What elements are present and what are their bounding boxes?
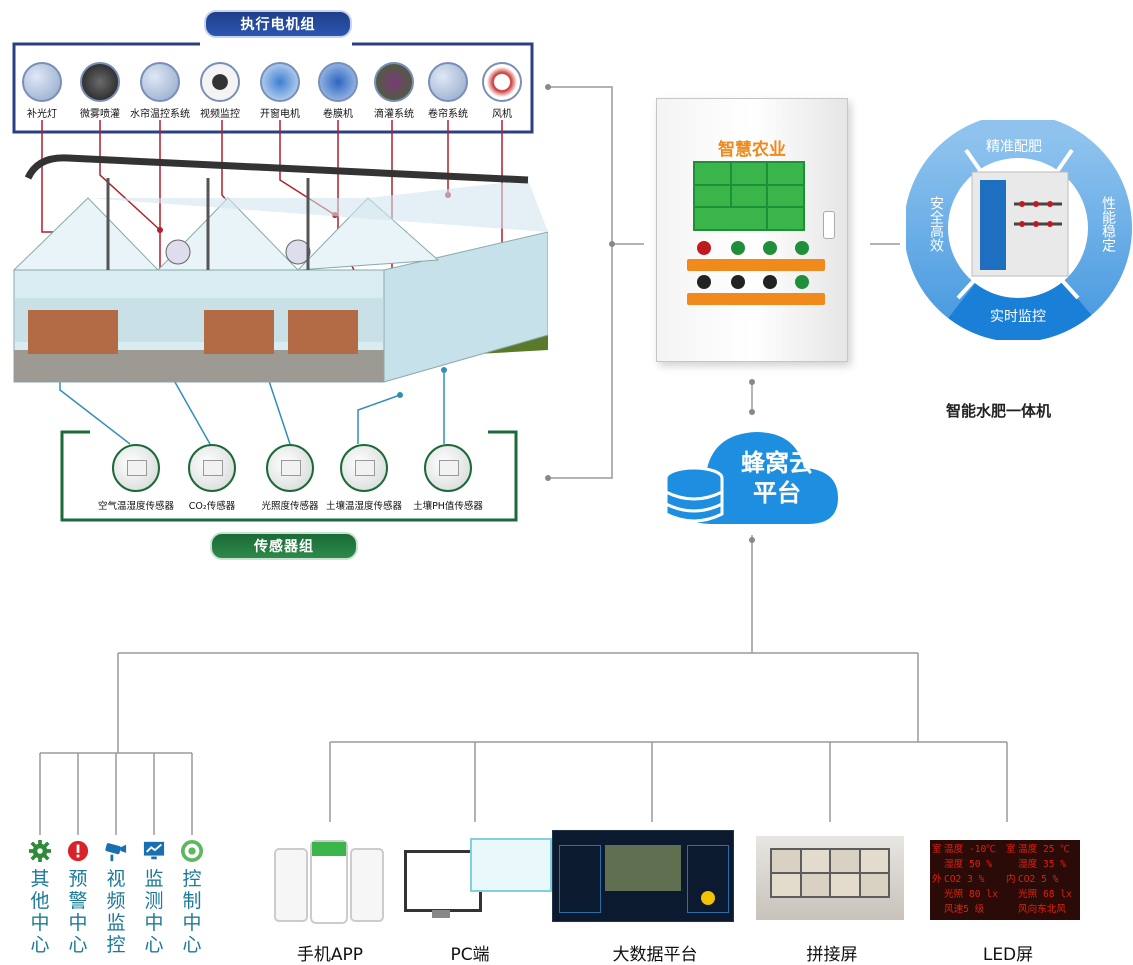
ring-label-left: 安全高效 [928,196,944,252]
pc-client-image [404,838,552,922]
cloud-line-2: 平台 [753,479,801,507]
center-label-video: 视频监控 [106,868,126,956]
actuator-label: 卷膜机 [323,109,353,120]
actuator-label: 水帘温控系统 [130,109,190,120]
sensor-item: 光照度传感器 [240,444,340,512]
sensor-label: 光照度传感器 [261,501,319,512]
cloud-line-1: 蜂窝云 [741,449,813,477]
actuator-label: 滴灌系统 [374,109,414,120]
film-roller-icon [318,62,358,102]
actuator-item: 补光灯 [12,62,72,120]
actuator-item: 微雾喷灌 [70,62,130,120]
air-sensor-icon [112,444,160,492]
actuator-label: 卷帘系统 [428,109,468,120]
video-wall-image [756,836,904,920]
actuator-item: 水帘温控系统 [130,62,190,120]
cabinet-title: 智慧农业 [718,140,786,160]
led-row: 风速5 级风向东北风 [944,904,1066,915]
sensor-item: 空气温湿度传感器 [86,444,186,512]
drip-irrigation-icon [374,62,414,102]
sensor-label: CO₂传感器 [188,501,236,512]
phone-app-image [272,838,384,924]
actuator-item: 滴灌系统 [364,62,424,120]
ring-label-bottom: 实时监控 [990,309,1046,325]
light-sensor-icon [266,444,314,492]
gear-icon [29,840,51,862]
output-label-led: LED屏 [982,945,1034,965]
actuator-item: 开窗电机 [250,62,310,120]
cloud-title: 蜂窝云 平台 [722,448,832,508]
co2-sensor-icon [188,444,236,492]
sensor-label: 土壤温湿度传感器 [325,501,402,512]
soil-moisture-sensor-icon [340,444,388,492]
cloud-icon [664,432,838,524]
cabinet-screen [693,161,805,231]
sensor-label: 土壤PH值传感器 [413,501,483,512]
fertigation-ring [906,120,1132,340]
actuator-label: 补光灯 [27,109,57,120]
sensor-item: 土壤温湿度传感器 [314,444,414,512]
big-data-platform-image [552,830,734,922]
actuator-label: 视频监控 [200,109,240,120]
greenhouse-illustration [12,154,548,383]
fertigation-caption: 智能水肥一体机 [946,402,1052,420]
sensor-item: 土壤PH值传感器 [398,444,498,512]
soil-ph-sensor-icon [424,444,472,492]
actuator-item: 视频监控 [190,62,250,120]
ring-label-top: 精准配肥 [986,139,1042,155]
center-label-control: 控制中心 [182,868,202,956]
center-label-other: 其他中心 [30,868,50,956]
water-curtain-icon [140,62,180,102]
sensor-group-title: 传感器组 [210,532,358,560]
window-motor-icon [260,62,300,102]
actuator-label: 微雾喷灌 [80,109,120,120]
camera-icon [200,62,240,102]
mist-spray-icon [80,62,120,102]
actuator-label: 开窗电机 [260,109,300,120]
sensor-label: 空气温湿度传感器 [97,501,174,512]
alert-icon [67,840,89,862]
monitor-icon [143,841,165,860]
actuator-item: 卷帘系统 [418,62,478,120]
actuator-item: 风机 [472,62,532,120]
fan-icon [482,62,522,102]
led-row: 湿度 50 %湿度 35 % [944,859,1067,870]
shade-curtain-icon [428,62,468,102]
output-label-video-wall: 拼接屏 [806,945,858,965]
ring-label-right: 性能稳定 [1100,196,1116,252]
control-cabinet: 智慧农业 [656,98,848,362]
center-label-monitor: 监测中心 [144,868,164,956]
center-label-alert: 预警中心 [68,868,88,956]
control-ring-icon [181,840,203,862]
sensor-item: CO₂传感器 [162,444,262,512]
grow-light-icon [22,62,62,102]
actuator-group-title: 执行电机组 [204,10,352,38]
output-label-pc: PC端 [450,945,490,965]
actuator-label: 风机 [492,109,512,120]
output-label-app: 手机APP [296,945,364,965]
output-label-big-data: 大数据平台 [612,945,698,965]
camera-icon [105,843,127,862]
actuator-item: 卷膜机 [308,62,368,120]
